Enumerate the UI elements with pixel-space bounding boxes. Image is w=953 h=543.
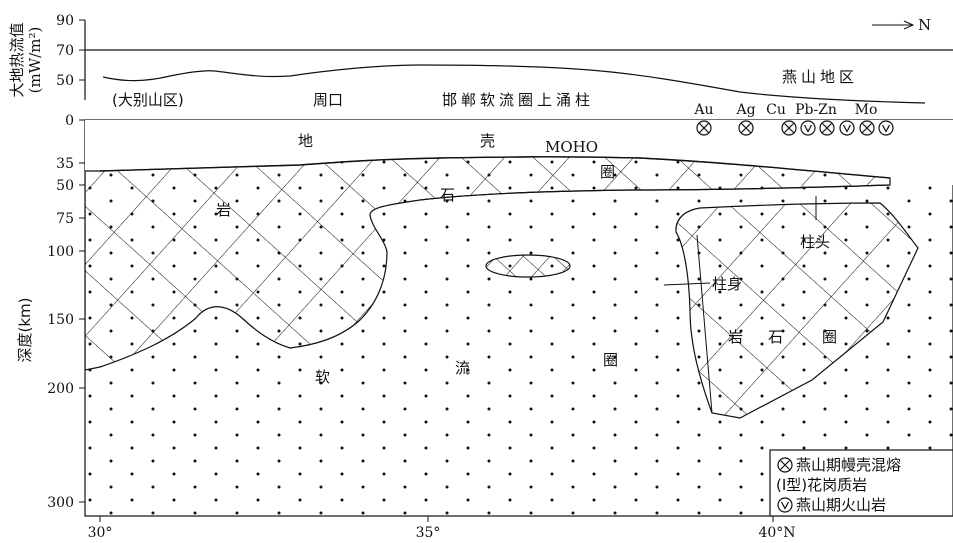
heat-tick-label-50: 50 — [56, 73, 74, 89]
label-crust-2: 壳 — [480, 132, 495, 150]
lithosphere-base-line — [419, 184, 891, 201]
deposit-symbols — [696, 120, 894, 136]
moho-line — [99, 156, 891, 179]
heat-tick-label-70: 70 — [56, 43, 74, 59]
label-crust-1: 地 — [298, 132, 313, 150]
deposit-symbol-granite-0 — [696, 120, 712, 136]
element-pb-zn: Pb-Zn — [795, 102, 837, 118]
deposit-symbol-granite-2 — [781, 120, 797, 136]
element-mo: Mo — [855, 102, 878, 118]
crust-zone — [85, 120, 953, 185]
label-plume-head: 柱头 — [800, 233, 830, 251]
label-east-2: 石 — [768, 328, 783, 346]
north-arrow-head — [903, 20, 915, 30]
region-yanshan: 燕山地区 — [782, 68, 858, 86]
depth-tick-label-75: 75 — [56, 211, 74, 227]
legend-item1-line2: (I型)花岗质岩 — [776, 476, 867, 494]
heat-axis-unit: (mW/m²) — [26, 27, 44, 94]
element-au: Au — [693, 102, 713, 118]
lon-tick-label-35: 35° — [416, 525, 441, 541]
heat-tick-label-90: 90 — [56, 13, 74, 29]
label-east-3: 圈 — [822, 328, 837, 346]
deposit-symbol-volcanic-3 — [800, 120, 816, 136]
label-asth-1: 软 — [315, 368, 330, 386]
deposit-symbol-granite-4 — [819, 120, 835, 136]
label-litho-1: 岩 — [216, 201, 231, 219]
legend: 燕山期幔壳混熔 (I型)花岗质岩 燕山期火山岩 — [769, 449, 953, 517]
legend-box — [769, 449, 953, 517]
north-label: N — [918, 16, 931, 34]
deposit-symbol-granite-1 — [738, 120, 754, 136]
plume-body-pointer — [663, 282, 711, 286]
heat-flow-curve — [102, 64, 926, 104]
depth-tick-label-0: 0 — [65, 113, 74, 129]
region-dabie: (大别山区) — [112, 91, 184, 109]
label-plume-body: 柱身 — [712, 275, 742, 293]
depth-tick-label-200: 200 — [47, 381, 74, 397]
plume-edge — [696, 234, 713, 414]
legend-granite-icon — [777, 457, 793, 473]
lon-tick-label-30: 30° — [88, 525, 113, 541]
lon-tick-label-40: 40°N — [758, 525, 795, 541]
deposit-symbol-volcanic-7 — [878, 120, 894, 136]
eastern-lithosphere — [675, 202, 919, 419]
heat-axis-label: 大地热流值 — [8, 22, 26, 97]
label-litho-2: 石 — [440, 186, 455, 204]
label-asth-2: 流 — [455, 359, 470, 377]
region-zhoukou: 周口 — [313, 91, 343, 109]
legend-item1-line1: 燕山期幔壳混熔 — [796, 456, 901, 474]
deposit-symbol-volcanic-5 — [839, 120, 855, 136]
label-moho: MOHO — [545, 138, 598, 156]
heat-flow-panel: 90 70 50 大地热流值 (mW/m²) N (大别山区) 周口 邯郸软流圈… — [8, 13, 953, 109]
depth-tick-label-150: 150 — [47, 312, 74, 328]
depth-tick-label-100: 100 — [47, 244, 74, 260]
lithosphere-lens — [485, 254, 571, 278]
depth-axis-label: 深度(km) — [16, 297, 34, 362]
label-asth-3: 圈 — [603, 351, 618, 369]
element-cu: Cu — [766, 102, 786, 118]
depth-tick-label-300: 300 — [47, 495, 74, 511]
legend-volcanic-icon — [777, 497, 793, 513]
depth-tick-label-50: 50 — [56, 178, 74, 194]
label-litho-3: 圈 — [600, 163, 615, 181]
label-east-1: 岩 — [728, 328, 743, 346]
region-handan-upwelling: 邯郸软流圈上涌柱 — [442, 91, 594, 109]
element-ag: Ag — [735, 102, 755, 118]
deposit-symbol-granite-6 — [859, 120, 875, 136]
legend-item2: 燕山期火山岩 — [796, 496, 886, 514]
depth-tick-label-35: 35 — [56, 156, 74, 172]
legend-symbols — [777, 457, 793, 513]
